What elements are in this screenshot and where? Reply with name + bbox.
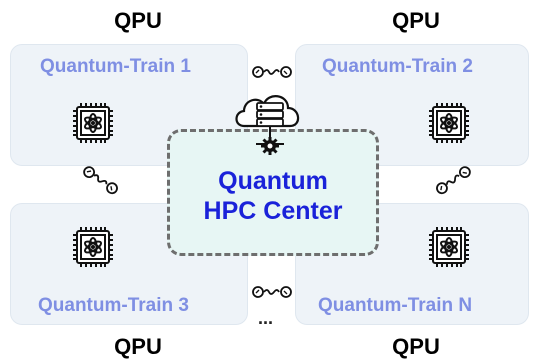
chip-atom-icon <box>429 227 469 267</box>
gear-icon <box>261 137 279 155</box>
link-connector-icon <box>83 166 118 195</box>
qpu-label-bottom-left: QPU <box>114 334 162 359</box>
chip-atom-icon <box>429 103 469 143</box>
link-connector-icon <box>436 166 471 195</box>
chip-atom-icon <box>73 103 113 143</box>
hpc-title-line-2: HPC Center <box>203 197 343 225</box>
link-connector-icon <box>252 66 292 78</box>
quantum-train-n-title: Quantum-Train N <box>318 295 473 316</box>
qpu-label-top-left: QPU <box>114 8 162 33</box>
hpc-title-line-1: Quantum <box>218 167 328 195</box>
link-connector-icon <box>252 286 292 298</box>
more-trains-ellipsis: ... <box>258 308 274 328</box>
qpu-label-top-right: QPU <box>392 8 440 33</box>
quantum-train-3-title: Quantum-Train 3 <box>38 295 189 316</box>
qpu-label-bottom-right: QPU <box>392 334 440 359</box>
chip-atom-icon <box>73 227 113 267</box>
quantum-train-2-title: Quantum-Train 2 <box>322 56 473 77</box>
quantum-train-1-title: Quantum-Train 1 <box>40 56 191 77</box>
cloud-server-icon <box>235 95 300 145</box>
